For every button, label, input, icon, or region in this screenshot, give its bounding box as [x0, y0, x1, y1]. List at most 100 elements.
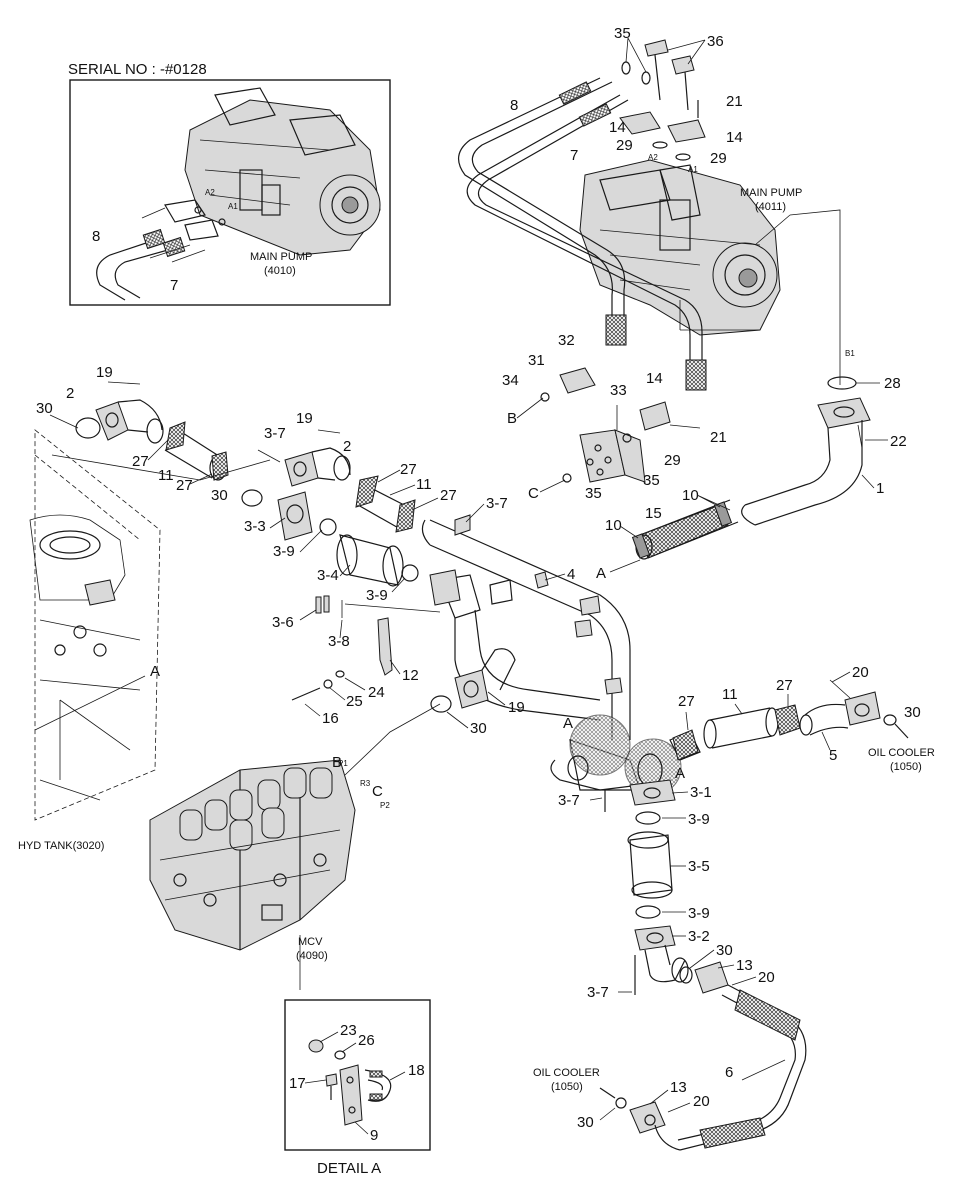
callout-30-right: 30 [904, 704, 921, 721]
callout-35-bottom: 35 [585, 485, 602, 502]
mcv-code: (4090) [296, 950, 328, 962]
inset-port-a1: A1 [228, 202, 238, 211]
callout-3-6: 3-6 [272, 614, 294, 631]
callout-9: 9 [370, 1127, 378, 1144]
callout-18: 18 [408, 1062, 425, 1079]
ref-c-mcv: C [372, 783, 383, 800]
callout-7-main: 7 [570, 147, 578, 164]
callout-3-7-c: 3-7 [558, 792, 580, 809]
port-r3: R3 [360, 779, 371, 788]
callout-14-mid: 14 [646, 370, 663, 387]
callout-31: 31 [528, 352, 545, 369]
callout-29-left: 29 [616, 137, 633, 154]
serial-number-label: SERIAL NO : -#0128 [68, 61, 207, 78]
callout-13-upper: 13 [736, 957, 753, 974]
callout-6: 6 [725, 1064, 733, 1081]
suction-hoses [458, 77, 707, 391]
callout-1: 1 [876, 480, 884, 497]
callout-11-b: 11 [416, 476, 432, 493]
callout-10-bottom: 10 [605, 517, 622, 534]
main-pump-old-drawing [184, 87, 381, 256]
main-pump-code: (4011) [755, 201, 786, 213]
oil-cooler-right-code: (1050) [890, 761, 922, 773]
callout-15: 15 [645, 505, 662, 522]
hyd-tank-drawing [29, 429, 161, 821]
callout-36: 35 [614, 25, 631, 42]
callout-19-low: 19 [508, 699, 525, 716]
callout-30-low: 30 [470, 720, 487, 737]
main-pump-old-code: (4010) [264, 265, 296, 277]
callout-27-b: 27 [176, 477, 193, 494]
pump-port-a1: A1 [688, 165, 698, 174]
callout-14-right: 14 [726, 129, 743, 146]
callout-12: 12 [402, 667, 419, 684]
oil-cooler-bottom-code: (1050) [551, 1081, 583, 1093]
callout-30-left: 30 [36, 400, 53, 417]
callout-26: 26 [358, 1032, 375, 1049]
callout-3-3: 3-3 [244, 518, 266, 535]
pump-port-b1: B1 [845, 349, 855, 358]
inset-port-a2: A2 [205, 188, 215, 197]
callout-37: 36 [707, 33, 724, 50]
callout-13-lower: 13 [670, 1079, 687, 1096]
callout-34: 35 [643, 472, 660, 489]
callout-29-mid: 29 [664, 452, 681, 469]
callout-24: 24 [368, 684, 385, 701]
pump-port-a2: A2 [648, 153, 658, 162]
main-pump-drawing [579, 159, 781, 336]
callout-28: 28 [884, 375, 901, 392]
oil-cooler-bottom-label: OIL COOLER [533, 1067, 600, 1079]
callout-35-top: 34 [502, 372, 519, 389]
callout-29-right: 29 [710, 150, 727, 167]
callout-16: 16 [322, 710, 339, 727]
callout-2-left: 2 [66, 385, 74, 402]
callout-3-9-b: 3-9 [366, 587, 388, 604]
callout-33: 33 [610, 382, 627, 399]
callout-32: 32 [558, 332, 575, 349]
callout-20-mid: 20 [758, 969, 775, 986]
callout-20-low: 20 [693, 1093, 710, 1110]
callout-23: 23 [340, 1022, 357, 1039]
callout-30-bottom: 30 [577, 1114, 594, 1131]
manifold-3 [241, 447, 682, 812]
callout-3-7-b: 3-7 [486, 495, 508, 512]
port-p1: P1 [338, 759, 348, 768]
callout-19-left: 19 [96, 364, 113, 381]
ref-b-flange: B [507, 410, 517, 427]
callout-3-9-c: 3-9 [688, 811, 710, 828]
callout-21-mid: 21 [710, 429, 727, 446]
callout-11-a: 11 [158, 467, 174, 484]
callout-27-f: 27 [776, 677, 793, 694]
callout-27-e: 27 [678, 693, 695, 710]
callout-17: 17 [289, 1075, 306, 1092]
ref-a-pipe: A [596, 565, 606, 582]
oil-cooler-right-label: OIL COOLER [868, 747, 935, 759]
callout-30-mid: 30 [211, 487, 228, 504]
main-pump-old-label: MAIN PUMP [250, 251, 312, 263]
callout-3-9-d: 3-9 [688, 905, 710, 922]
callout-21-top: 21 [726, 93, 743, 110]
callout-20-right: 20 [852, 664, 869, 681]
detail-a-title: DETAIL A [317, 1160, 381, 1177]
serial-inset: SERIAL NO : -#0128 A2 A1 8 7 MAIN PUMP (… [68, 61, 391, 306]
callout-27-a: 27 [132, 453, 149, 470]
oil-cooler-line [669, 679, 909, 761]
tank-return-fittings [51, 381, 271, 481]
callout-30-low-right: 30 [716, 942, 733, 959]
detail-a-frame [284, 999, 431, 1151]
bracket-hardware [291, 595, 441, 701]
callout-3-9-a: 3-9 [273, 543, 295, 560]
callout-3-1: 3-1 [690, 784, 712, 801]
ref-b-mcv: B [332, 754, 342, 771]
ref-c-flange: C [528, 485, 539, 502]
callout-5: 5 [829, 747, 837, 764]
callout-8-main: 8 [510, 97, 518, 114]
callout-19-mid: 19 [296, 410, 313, 427]
mcv-label: MCV [298, 936, 323, 948]
callout-11-c: 11 [722, 686, 738, 703]
callout-3-2: 3-2 [688, 928, 710, 945]
mcv-drawing [149, 759, 356, 951]
inset-frame [69, 79, 391, 306]
flange-block [540, 367, 701, 483]
